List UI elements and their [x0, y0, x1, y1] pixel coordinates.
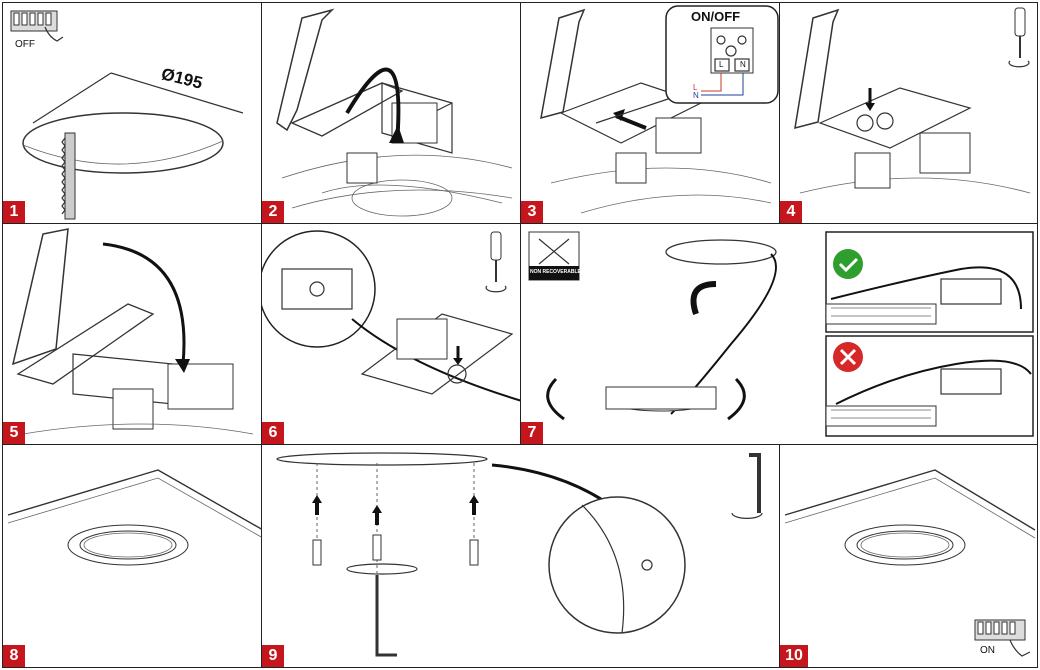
step-number: 5: [3, 422, 25, 444]
screwdriver-icon: [490, 231, 502, 282]
arrow-icon: [102, 242, 186, 365]
step-9-panel: 9: [261, 444, 780, 668]
allen-key-icon: [731, 453, 763, 519]
step-4-panel: 4: [779, 2, 1038, 224]
step-number: 4: [780, 201, 802, 223]
rotate-icon: [485, 285, 507, 293]
step-10-panel: ON 10: [779, 444, 1038, 668]
terminal-label-l: L: [719, 60, 724, 69]
step-2-panel: 2: [261, 2, 521, 224]
arrow-icon: [690, 281, 717, 315]
open-cover-drawing: [276, 8, 513, 217]
detail-magnifier: [548, 496, 686, 634]
cutout-drawing: [10, 10, 244, 220]
ceiling-cutout-drawing: [7, 469, 261, 566]
step-3-panel: ON/OFF L N L N 3: [520, 2, 780, 224]
detail-callout: [262, 230, 376, 348]
insert-downlight-drawing: [528, 231, 1034, 437]
step-number: 7: [521, 422, 543, 444]
step-number: 6: [262, 422, 284, 444]
step-number: 9: [262, 645, 284, 667]
non-recoverable-label: NON RECOVERABLE: [530, 269, 581, 275]
screwdriver-icon: [1014, 7, 1026, 58]
wire-label-l: L: [693, 83, 698, 92]
terminal-label-n: N: [740, 60, 746, 69]
step-7-panel: NON RECOVERABLE 7: [520, 223, 1038, 445]
rotate-icon: [1008, 60, 1030, 68]
wire-label-n: N: [693, 91, 699, 100]
close-cover-drawing: [11, 228, 254, 435]
arrow-icon: [345, 67, 401, 144]
saw-icon: [61, 132, 76, 220]
trim-ring-drawing: [276, 452, 763, 657]
step-5-panel: 5: [2, 223, 262, 445]
finished-installation-drawing: [784, 469, 1036, 657]
step-8-panel: 8: [2, 444, 262, 668]
breaker-icon: [974, 619, 1031, 657]
switch-label: ON/OFF: [691, 9, 741, 24]
step-number: 8: [3, 645, 25, 667]
breaker-icon: [10, 10, 64, 42]
step-number: 2: [262, 201, 284, 223]
step-number: 1: [3, 201, 25, 223]
step-1-panel: OFF Ø195 1: [2, 2, 262, 224]
step-6-panel: 6: [261, 223, 521, 445]
fix-cover-drawing: [262, 230, 520, 402]
on-label: ON: [980, 645, 995, 656]
off-label: OFF: [15, 39, 35, 50]
wiring-drawing: [540, 5, 779, 214]
check-icon: [833, 249, 863, 279]
step-number: 10: [780, 645, 808, 667]
screw-terminal-drawing: [794, 7, 1031, 194]
step-number: 3: [521, 201, 543, 223]
